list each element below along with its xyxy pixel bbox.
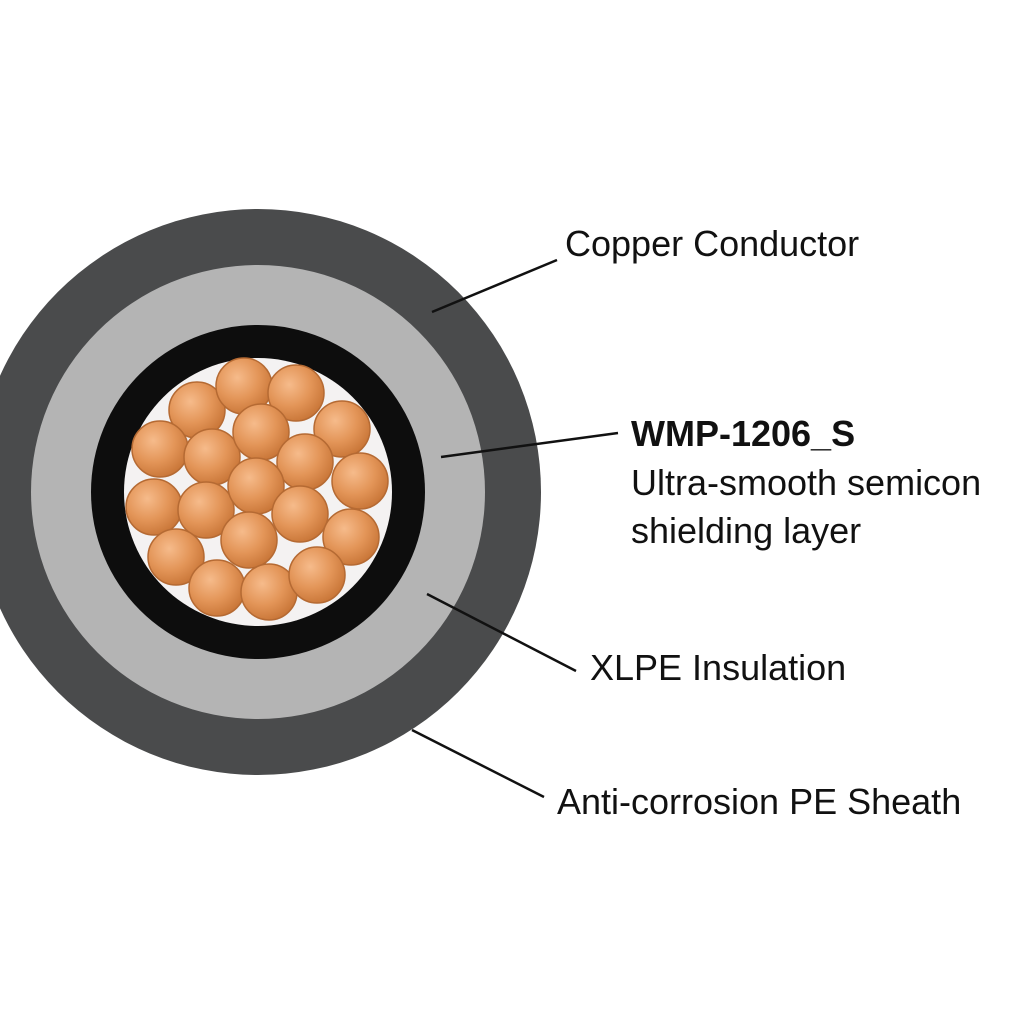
- copper-strand: [271, 485, 329, 543]
- copper-strand: [276, 433, 334, 491]
- leader-line-copper-conductor: [431, 258, 558, 314]
- label-copper-conductor: Copper Conductor: [565, 223, 859, 264]
- label-semicon-line1: Ultra-smooth semicon: [631, 462, 981, 503]
- copper-strand: [131, 420, 189, 478]
- copper-strands: [125, 357, 389, 621]
- copper-strand: [147, 528, 205, 586]
- copper-strand: [322, 508, 380, 566]
- label-product-code: WMP-1206_S: [631, 413, 855, 454]
- copper-strand: [177, 481, 235, 539]
- copper-strand: [267, 364, 325, 422]
- label-semicon-line2: shielding layer: [631, 510, 861, 551]
- label-pe-sheath: Anti-corrosion PE Sheath: [557, 781, 961, 822]
- copper-strand: [313, 400, 371, 458]
- copper-strand: [288, 546, 346, 604]
- copper-strand: [331, 452, 389, 510]
- leader-line-pe-sheath: [411, 728, 545, 799]
- copper-strand: [220, 511, 278, 569]
- copper-strand: [188, 559, 246, 617]
- copper-strand: [125, 478, 183, 536]
- leader-line-semicon-layer: [440, 431, 619, 459]
- label-xlpe-insulation: XLPE Insulation: [590, 647, 846, 688]
- leader-line-xlpe-insulation: [426, 592, 577, 673]
